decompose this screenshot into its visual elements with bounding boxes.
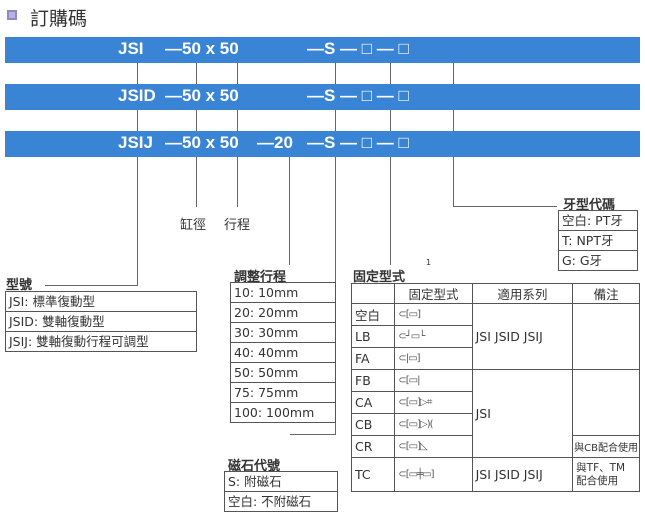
order-code-bar-jsid: JSID —50 x 50 —S — □ — □ [5,84,640,110]
table-row: CA⊂[▭]▷⌗ [350,391,640,414]
list-item: 20: 20mm [231,303,335,323]
code-model: JSID [118,86,156,105]
list-item: 空白: PT牙 [559,211,637,231]
title-bullet-icon [7,10,17,20]
list-item: S: 附磁石 [225,472,337,492]
order-code-bar-jsi: JSI —50 x 50 —S — □ — □ [5,37,640,63]
mount-code: FA [350,347,396,370]
mount-basic-icon: ⊂[▭] [394,303,473,326]
list-item: 75: 75mm [231,383,335,403]
mount-code: CB [350,413,396,436]
mount-code: CA [350,391,396,414]
code-dim: —50 x 50 [165,86,239,105]
adjust-stroke-list: 10: 10mm 20: 20mm 30: 30mm 40: 40mm 50: … [230,282,336,423]
column-header: 備注 [572,283,640,304]
note-cell: 與CB配合使用 [572,435,640,458]
magnet-list: S: 附磁石 空白: 不附磁石 [224,471,338,512]
bore-label: 缸徑 [180,218,207,233]
mount-clevis-icon: ⊂[▭]▷⌗ [394,391,473,414]
mount-bracket-icon: ⊂[▭]◺ [394,435,473,458]
table-row: CR⊂[▭]◺ 與CB配合使用 [350,435,640,458]
mount-code: FB [350,369,396,392]
mount-code: TC [350,457,396,492]
list-item: JSI: 標準復動型 [6,292,196,312]
series-cell: JSI [471,369,574,458]
list-item: 100: 100mm [234,405,315,420]
model-type-list: JSI: 標準復動型 JSID: 雙軸復動型 JSIJ: 雙軸復動行程可調型 [5,291,197,352]
code-dim: —50 x 50 [165,39,239,58]
list-item: G: G牙 [562,253,603,268]
table-row: FB⊂[▭|JSI [350,369,640,458]
table-row: 空白⊂[▭]JSI JSID JSIJ [350,303,640,370]
model-label: 型號 [6,278,33,293]
order-code-bar-jsij: JSIJ —50 x 50 —20 —S — □ — □ [5,131,640,157]
mount-rear-flange-icon: ⊂[▭| [394,369,473,392]
mount-code: LB [350,325,396,348]
mount-code: CR [350,435,396,458]
note-cell [572,303,640,370]
thread-label: 牙型代碼 [563,198,616,213]
note-cell [572,369,640,436]
list-item: JSIJ: 雙軸復動行程可調型 [9,334,149,349]
table-row: CB⊂[▭]▷)( [350,413,640,436]
list-item: 50: 50mm [231,363,335,383]
mount-front-flange-icon: ⊂|▭] [394,347,473,370]
list-item: 10: 10mm [231,283,335,303]
adjust-stroke-label: 調整行程 [234,270,287,285]
code-adjust: —20 [257,133,293,152]
mount-label: 固定型式 [353,270,406,285]
mount-trunnion-icon: ⊂[▭╪▭] [394,457,473,492]
mount-double-clevis-icon: ⊂[▭]▷)( [394,413,473,436]
code-model: JSI [118,39,144,58]
note-mark: 1 [426,258,432,267]
code-rest: —S — □ — □ [307,39,409,58]
list-item: 40: 40mm [231,343,335,363]
column-header [350,283,396,304]
code-model: JSIJ [118,133,153,152]
thread-list: 空白: PT牙 T: NPT牙 G: G牙 [558,210,638,271]
code-rest: —S — □ — □ [307,133,409,152]
code-rest: —S — □ — □ [307,86,409,105]
mount-code: 空白 [350,303,396,326]
list-item: T: NPT牙 [559,231,637,251]
mount-foot-icon: ⊂┘▭└ [394,325,473,348]
series-cell: JSI JSID JSIJ [471,303,574,370]
code-dim: —50 x 50 [165,133,239,152]
list-item: JSID: 雙軸復動型 [6,312,196,332]
column-header: 固定型式 [394,283,473,304]
list-item: 空白: 不附磁石 [228,494,312,509]
stroke-label: 行程 [224,218,251,233]
list-item: 30: 30mm [231,323,335,343]
series-cell: JSI JSID JSIJ [471,457,574,492]
note-cell: 與TF、TM 配合使用 [572,457,640,492]
magnet-label: 磁石代號 [228,459,281,474]
mount-table: 固定型式 適用系列 備注 空白⊂[▭]JSI JSID JSIJ LB⊂┘▭└ … [350,283,640,492]
column-header: 適用系列 [471,283,574,304]
page-title: 訂購碼 [30,8,88,30]
